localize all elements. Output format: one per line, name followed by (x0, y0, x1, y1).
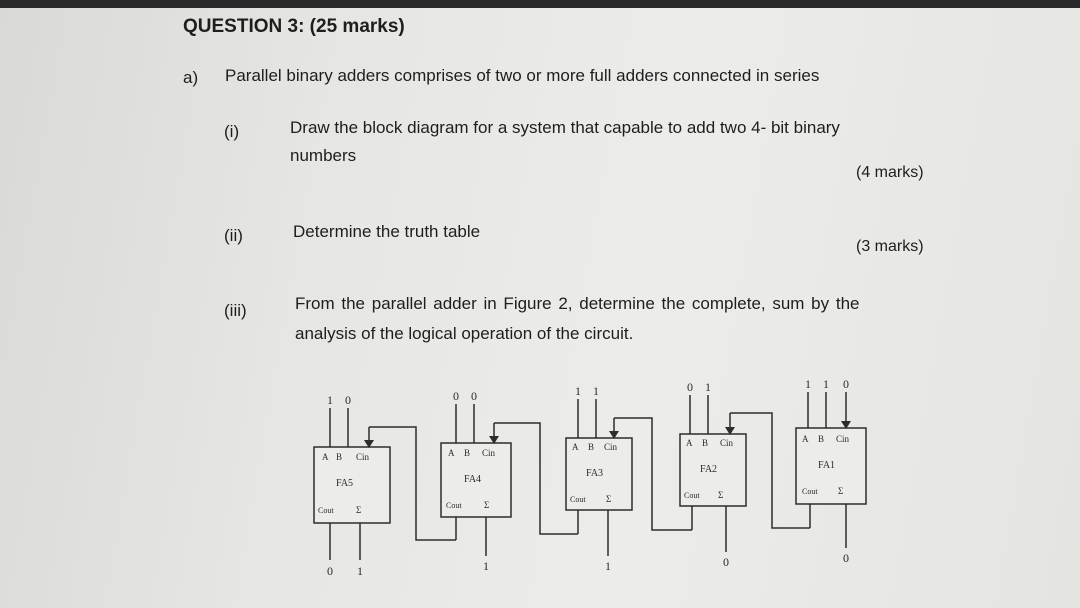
fa5-pin-cin: Cin (356, 452, 370, 462)
fa1-pin-a: A (802, 434, 809, 444)
fa4-sum-value: 1 (483, 559, 489, 573)
fa2-input-a: 0 (687, 380, 693, 394)
fa5-cout-value: 0 (327, 564, 333, 578)
part-a-intro: Parallel binary adders comprises of two … (225, 66, 820, 85)
fa4-block (440, 442, 512, 518)
item-iii-text-cont: analysis of the logical operation of the… (295, 324, 634, 343)
fa3-pin-cout: Cout (570, 495, 586, 504)
item-i-text: Draw the block diagram for a system that… (290, 118, 840, 137)
fa2-pin-a: A (686, 438, 693, 448)
fa2-pin-b: B (702, 438, 708, 448)
fa4-name: FA4 (464, 474, 481, 485)
fa3-pin-sum: Σ (606, 494, 611, 504)
fa4-pin-b: B (464, 448, 470, 458)
fa4-pin-a: A (448, 448, 455, 458)
item-ii-label: (ii) (224, 226, 243, 245)
fa4-input-b: 0 (471, 389, 477, 403)
fa4-pin-sum: Σ (484, 500, 489, 510)
fa2-pin-cout: Cout (684, 491, 700, 500)
item-iii-label: (iii) (224, 301, 247, 320)
fa3-pin-a: A (572, 442, 579, 452)
fa1-sum-value: 0 (843, 551, 849, 565)
fa2-name: FA2 (700, 464, 717, 475)
fa2-pin-sum: Σ (718, 490, 723, 500)
fa1-pin-sum: Σ (838, 486, 843, 496)
item-iii-text: From the parallel adder in Figure 2, det… (295, 294, 860, 313)
fa5-pin-cout: Cout (318, 506, 334, 515)
fa2-pin-cin: Cin (720, 438, 734, 448)
item-i-marks: (4 marks) (856, 164, 924, 181)
fa5-input-a: 1 (327, 393, 333, 407)
item-i-text-cont: numbers (290, 146, 357, 165)
item-ii-text: Determine the truth table (293, 222, 481, 241)
fa1-pin-b: B (818, 434, 824, 444)
fa4-pin-cin: Cin (482, 448, 496, 458)
fa5-input-b: 0 (345, 393, 351, 407)
fa5-sum-value: 1 (357, 564, 363, 578)
fa2-sum-value: 0 (723, 555, 729, 569)
fa4-pin-cout: Cout (446, 501, 462, 510)
fa5-pin-b: B (336, 452, 342, 462)
fa1-block (795, 427, 867, 505)
fa3-name: FA3 (586, 468, 603, 479)
fa2-block (679, 433, 747, 507)
fa3-input-b: 1 (593, 384, 599, 398)
question-title: QUESTION 3: (25 marks) (183, 16, 405, 37)
fa4-input-a: 0 (453, 389, 459, 403)
fa5-name: FA5 (336, 478, 353, 489)
fa5-block (313, 446, 391, 524)
fa3-pin-cin: Cin (604, 442, 618, 452)
fa5-pin-sum: Σ (356, 505, 361, 515)
fa1-input-cin: 0 (843, 377, 849, 391)
part-a-label: a) (183, 68, 199, 87)
fa3-input-a: 1 (575, 384, 581, 398)
screen-edge (0, 0, 1080, 8)
fa1-name: FA1 (818, 460, 835, 471)
fa3-sum-value: 1 (605, 559, 611, 573)
item-i-label: (i) (224, 122, 240, 141)
fa2-input-b: 1 (705, 380, 711, 394)
fa3-block (565, 437, 633, 511)
fa1-pin-cin: Cin (836, 434, 850, 444)
item-ii-marks: (3 marks) (856, 238, 924, 255)
fa3-pin-b: B (588, 442, 594, 452)
fa1-input-b: 1 (823, 377, 829, 391)
fa1-pin-cout: Cout (802, 487, 818, 496)
fa1-input-a: 1 (805, 377, 811, 391)
fa5-pin-a: A (322, 452, 329, 462)
